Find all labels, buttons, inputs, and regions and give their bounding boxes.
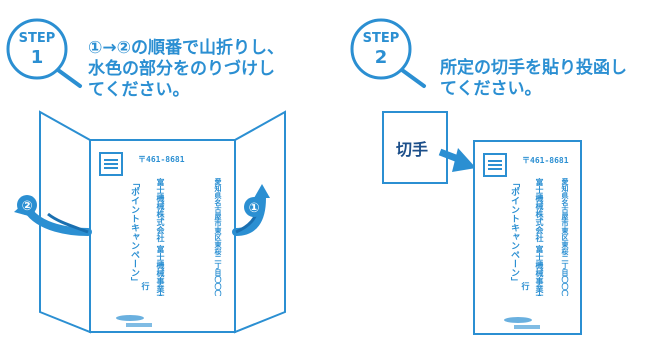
postcard1-postal-code: 〒461-8681 [138, 155, 185, 164]
stamp-label: 切手 [396, 140, 429, 159]
step1-magnifier-icon [6, 18, 82, 88]
step2-instruction: 所定の切手を貼り投函し てください。 [440, 58, 627, 100]
step2-label: STEP [363, 31, 400, 46]
stamp-box [382, 111, 448, 184]
postcard2-postal-code: 〒461-8681 [522, 156, 569, 165]
step1-instruction-line3: てください。 [88, 80, 190, 100]
step2-instruction-line2: てください。 [440, 79, 542, 99]
step1-instruction-line2: 水色の部分をのりづけし [88, 59, 275, 79]
step1-instruction: ①→②の順番で山折りし、 水色の部分をのりづけし てください。 [88, 38, 284, 101]
step2-magnifier-icon [350, 18, 426, 88]
postcard1-suffix: 行 [141, 282, 150, 290]
postcard2-suffix: 行 [521, 282, 530, 290]
folded-postcard [39, 110, 286, 334]
step1-label: STEP [19, 31, 56, 46]
postcard1-campaign: 「ポイントキャンペーン」係 [129, 178, 139, 282]
step2-instruction-line1: 所定の切手を貼り投函し [440, 58, 627, 78]
step2-number: 2 [375, 47, 388, 68]
step1-number: 1 [31, 47, 44, 68]
postcard1-company: 富士機械株式会社 富士機械事業本部 [156, 178, 165, 296]
postcard2-address: 愛知県名古屋市東区東桜二丁目〇〇〇〇番 [561, 178, 569, 296]
arrow-left-number: ② [21, 199, 32, 214]
stamp-arrow [438, 148, 476, 172]
postcard [473, 140, 582, 335]
postcard2-campaign: 「ポイントキャンペーン」係 [509, 178, 519, 282]
badge-2-circle [17, 195, 37, 215]
arrow-right-number: ① [248, 201, 259, 216]
step1-instruction-line1: ①→②の順番で山折りし、 [88, 38, 285, 58]
badge-1-circle [244, 197, 264, 217]
postcard1-address: 愛知県名古屋市東区東桜二丁目〇〇〇〇番 [214, 178, 222, 296]
postcard2-company: 富士機械株式会社 富士機械事業本部 [535, 178, 544, 296]
